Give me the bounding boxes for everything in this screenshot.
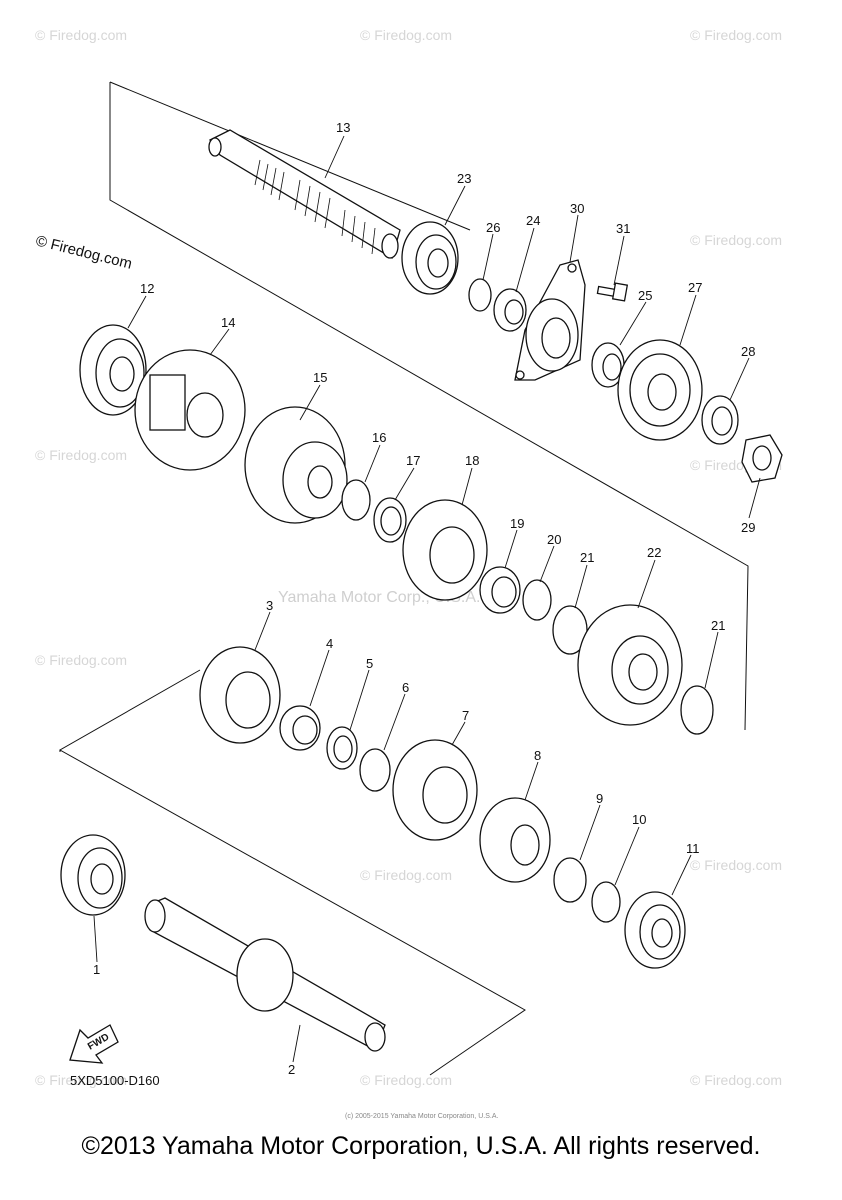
part-15-gear xyxy=(244,406,348,524)
watermark: © Firedog.com xyxy=(35,27,127,43)
callout-23: 23 xyxy=(457,171,471,186)
watermark: © Firedog.com xyxy=(360,1072,452,1088)
callout-21-b: 21 xyxy=(711,618,725,633)
callouts: 1 2 3 4 5 6 7 8 9 10 11 12 13 14 15 16 1… xyxy=(93,120,755,1077)
callout-2: 2 xyxy=(288,1062,295,1077)
callout-3: 3 xyxy=(266,598,273,613)
fwd-arrow-icon: FWD xyxy=(69,1024,119,1064)
callout-31: 31 xyxy=(616,221,630,236)
callout-10: 10 xyxy=(632,812,646,827)
part-14-gear xyxy=(134,349,246,471)
callout-18: 18 xyxy=(465,453,479,468)
callout-9: 9 xyxy=(596,791,603,806)
leader-lines xyxy=(93,135,761,1063)
callout-5: 5 xyxy=(366,656,373,671)
callout-30: 30 xyxy=(570,201,584,216)
part-11-bearing xyxy=(624,891,686,969)
callout-11: 11 xyxy=(686,841,700,856)
part-30-plate xyxy=(514,259,586,381)
part-1-bearing xyxy=(60,834,126,916)
part-26-circlip xyxy=(468,278,492,312)
part-27-sprocket xyxy=(617,339,703,441)
upper-shaft-frame xyxy=(109,81,749,731)
callout-4: 4 xyxy=(326,636,333,651)
callout-25: 25 xyxy=(638,288,652,303)
watermark: © Firedog.com xyxy=(690,232,782,248)
part-22-gear xyxy=(577,604,683,726)
callout-24: 24 xyxy=(526,213,540,228)
callout-26: 26 xyxy=(486,220,500,235)
part-9-washer xyxy=(553,857,587,903)
callout-27: 27 xyxy=(688,280,702,295)
callout-8: 8 xyxy=(534,748,541,763)
watermark: © Firedog.com xyxy=(35,1072,127,1088)
part-10-circlip xyxy=(591,881,621,923)
part-25-collar xyxy=(591,342,625,388)
watermark: © Firedog.com xyxy=(360,27,452,43)
corner-watermark: © Firedog.com xyxy=(34,232,134,272)
callout-6: 6 xyxy=(402,680,409,695)
callout-13: 13 xyxy=(336,120,350,135)
callout-20: 20 xyxy=(547,532,561,547)
part-29-nut xyxy=(741,434,783,483)
watermark: © Firedog.com xyxy=(690,27,782,43)
diagram-code: 5XD5100-D160 xyxy=(70,1073,160,1088)
part-8-gear xyxy=(479,797,551,883)
callout-22: 22 xyxy=(647,545,661,560)
part-2-drive-axle xyxy=(144,897,386,1052)
lower-shaft-frame xyxy=(58,669,526,1076)
part-6-circlip xyxy=(359,748,391,792)
callout-7: 7 xyxy=(462,708,469,723)
callout-29: 29 xyxy=(741,520,755,535)
watermark: © Firedog.com xyxy=(360,867,452,883)
part-5-washer xyxy=(326,726,358,770)
part-3-gear xyxy=(199,646,281,744)
watermark: © Firedog.com xyxy=(690,857,782,873)
fine-print: (c) 2005-2015 Yamaha Motor Corporation, … xyxy=(345,1113,498,1120)
callout-1: 1 xyxy=(93,962,100,977)
callout-21: 21 xyxy=(580,550,594,565)
callout-15: 15 xyxy=(313,370,327,385)
part-23-bearing xyxy=(401,221,459,295)
part-28-washer xyxy=(701,395,739,445)
callout-17: 17 xyxy=(406,453,420,468)
callout-28: 28 xyxy=(741,344,755,359)
part-18-gear xyxy=(402,499,488,601)
callout-12: 12 xyxy=(140,281,154,296)
part-24-oil-seal xyxy=(493,288,527,332)
part-16-circlip xyxy=(341,479,371,521)
part-17-washer xyxy=(373,497,407,543)
callout-16: 16 xyxy=(372,430,386,445)
callout-19: 19 xyxy=(510,516,524,531)
watermark: © Firedog.com xyxy=(690,1072,782,1088)
part-12-bearing xyxy=(79,324,147,416)
part-13-main-axle xyxy=(208,129,401,259)
part-20-washer xyxy=(522,579,552,621)
part-7-gear xyxy=(392,739,478,841)
part-21-circlip-b xyxy=(680,685,714,735)
watermark: © Firedog.com xyxy=(35,652,127,668)
watermark: © Firedog.com xyxy=(35,447,127,463)
callout-14: 14 xyxy=(221,315,235,330)
watermark-layer: © Firedog.com © Firedog.com © Firedog.co… xyxy=(35,27,782,1088)
part-31-bolt xyxy=(596,282,629,302)
copyright-notice: ©2013 Yamaha Motor Corporation, U.S.A. A… xyxy=(81,1132,761,1160)
part-4-collar xyxy=(279,705,321,751)
part-19-collar xyxy=(479,566,521,614)
